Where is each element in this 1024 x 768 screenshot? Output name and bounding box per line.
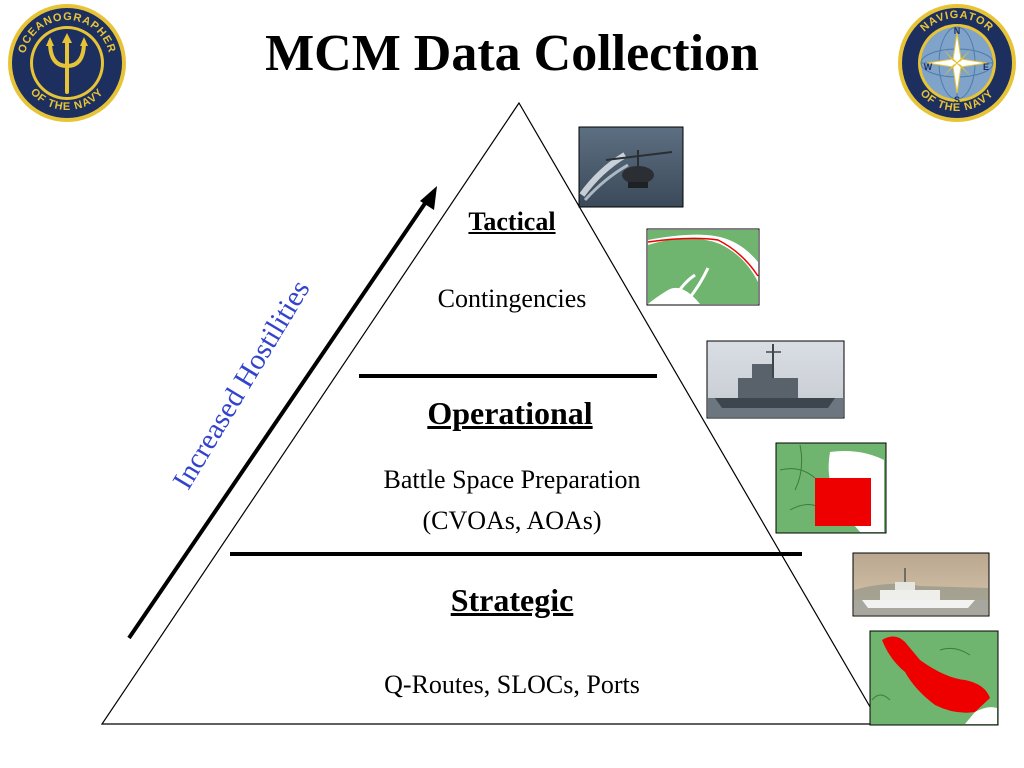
tier-heading-tactical: Tactical bbox=[468, 207, 556, 236]
navigator-seal: NAVIGATOR OF THE NAVY N E S W bbox=[898, 4, 1016, 122]
gulf-map bbox=[869, 630, 999, 726]
oceanographer-seal: OCEANOGRAPHER OF THE NAVY bbox=[8, 4, 126, 122]
compass-n-label: N bbox=[954, 26, 961, 36]
compass-s-label: S bbox=[954, 95, 960, 105]
hostilities-arrow bbox=[127, 186, 437, 640]
compass-e-label: E bbox=[983, 62, 989, 72]
helicopter-photo bbox=[578, 126, 684, 208]
page-title: MCM Data Collection bbox=[265, 25, 759, 82]
survey-ship-photo bbox=[852, 552, 990, 617]
trident-icon bbox=[46, 33, 88, 94]
compass-rose-icon bbox=[926, 32, 988, 94]
tier-desc-tactical-line-1: Contingencies bbox=[437, 284, 587, 313]
area-map bbox=[775, 442, 887, 534]
tier-heading-operational: Operational bbox=[427, 395, 593, 431]
tier-heading-strategic: Strategic bbox=[450, 582, 574, 618]
ship-photo bbox=[706, 340, 845, 419]
compass-w-label: W bbox=[924, 62, 933, 72]
route-map bbox=[646, 228, 760, 306]
pyramid-outline bbox=[100, 101, 882, 725]
tier-desc-operational-line-2: (CVOAs, AOAs) bbox=[422, 506, 602, 535]
tier-desc-strategic-line-1: Q-Routes, SLOCs, Ports bbox=[384, 670, 640, 699]
tier-desc-operational-line-1: Battle Space Preparation bbox=[383, 465, 641, 494]
